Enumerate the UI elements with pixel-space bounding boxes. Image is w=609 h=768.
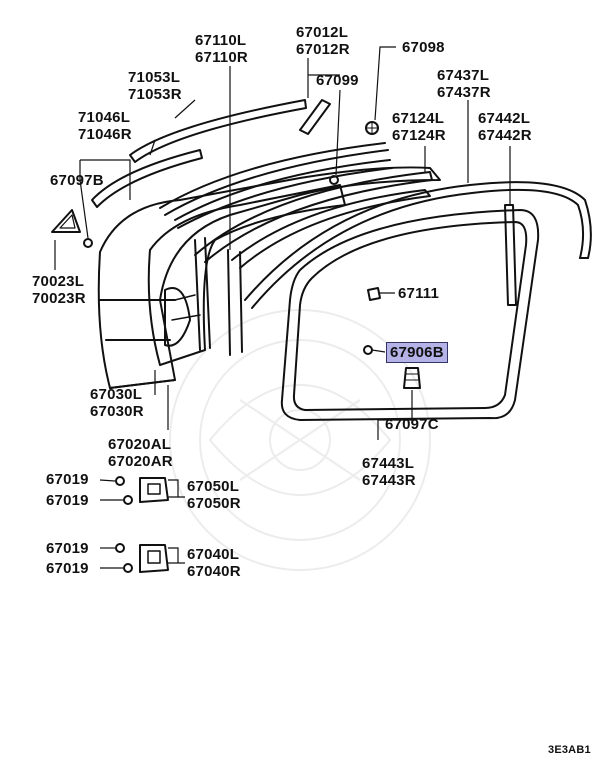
label-71046: 71046L 71046R (78, 109, 132, 143)
leader-67098 (375, 47, 396, 120)
label-67019c: 67019 (46, 540, 89, 557)
hinge-67050 (140, 478, 168, 502)
clip-67099 (330, 176, 338, 184)
label-67030: 67030L 67030R (90, 386, 144, 420)
clip-67111 (368, 288, 380, 300)
label-67040: 67040L 67040R (187, 546, 241, 580)
strip-67442 (505, 205, 516, 305)
leader-67443 (378, 420, 412, 440)
label-67097B: 67097B (50, 172, 104, 189)
label-67110: 67110L 67110R (195, 32, 248, 66)
corner-piece-67097B (52, 210, 80, 232)
leader-67050 (168, 480, 185, 497)
weatherstrip-67443 (282, 210, 538, 420)
diagram-code: 3E3AB1 (548, 744, 591, 756)
roof-weatherstrip-67437 (245, 182, 591, 300)
label-67098: 67098 (402, 39, 445, 56)
label-71053: 71053L 71053R (128, 69, 182, 103)
glass-frame (195, 172, 432, 262)
label-67443: 67443L 67443R (362, 455, 416, 489)
label-67906B-highlighted: 67906B (386, 342, 448, 363)
clip-67906B (364, 346, 372, 354)
label-67442: 67442L 67442R (478, 110, 532, 144)
stopper-67097C (404, 368, 420, 388)
label-67050: 67050L 67050R (187, 478, 241, 512)
belt-molding-71053 (130, 100, 306, 162)
leader-67099 (336, 90, 340, 175)
label-67019d: 67019 (46, 560, 89, 577)
label-67111: 67111 (398, 285, 440, 302)
label-67437: 67437L 67437R (437, 67, 491, 101)
leader-71046 (150, 140, 155, 155)
hinge-67040 (140, 545, 168, 572)
leader-71053 (175, 100, 195, 118)
molding-67012 (300, 100, 330, 134)
label-67097C: 67097C (385, 416, 439, 433)
label-67012: 67012L 67012R (296, 24, 350, 58)
label-67019a: 67019 (46, 471, 89, 488)
label-67124: 67124L 67124R (392, 110, 446, 144)
window-channel (228, 250, 242, 355)
label-70023: 70023L 70023R (32, 273, 86, 307)
leader-67906B (372, 350, 385, 352)
label-67020: 67020AL 67020AR (108, 436, 173, 470)
belt-strip-71046 (92, 150, 202, 207)
leader-67097B (80, 160, 130, 238)
label-67019b: 67019 (46, 492, 89, 509)
leader-67012 (308, 58, 340, 98)
door-shell-lower (100, 300, 175, 388)
leader-67040 (168, 548, 185, 563)
leader-67019a (100, 480, 115, 481)
label-67099: 67099 (316, 72, 359, 89)
